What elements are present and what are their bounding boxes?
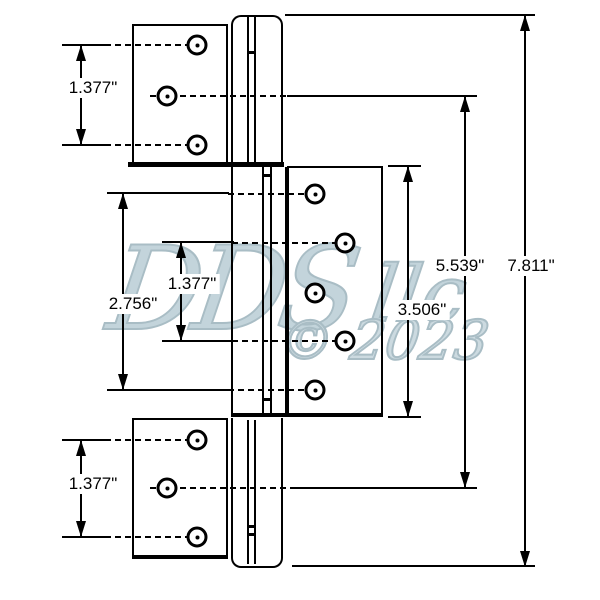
center-line-top-hole-1 [105,44,200,46]
hinge-hole [334,330,356,352]
dimension-line-mid-leaf-height [407,166,409,417]
dim-label-top-leaf-spacing: 1.377" [65,78,121,98]
hinge-hole [156,85,178,107]
hole-center-dot [195,143,199,147]
hinge-pin-line [254,420,256,564]
extension-line [290,487,477,489]
arrowhead-up [460,96,470,112]
arrowhead-up [76,440,86,456]
hinge-hole [186,429,208,451]
dim-label-mid-inner-spacing: 1.377" [164,274,220,294]
extension-line [107,192,229,194]
top-leaf-plate [132,24,228,163]
arrowhead-up [176,242,186,258]
dim-label-overall-height: 7.811" [504,256,558,276]
hole-center-dot [313,291,317,295]
extension-tick-mid-leaf-bottom [388,416,421,418]
arrowhead-up [403,166,413,182]
hinge-hole [186,34,208,56]
hole-center-dot [313,388,317,392]
hinge-hole [186,526,208,548]
center-line-top-hole-3 [105,144,200,146]
hinge-barrel-top [231,15,283,163]
hole-center-dot [343,241,347,245]
hole-center-dot [195,438,199,442]
arrowhead-up [520,15,530,31]
center-line-mid-hole-2 [232,242,348,244]
dim-label-mid-outer-spacing: 2.756" [105,294,161,314]
arrowhead-up [118,193,128,209]
hole-center-dot [195,43,199,47]
arrowhead-down [76,129,86,145]
extension-line [287,95,477,97]
arrowhead-up [76,45,86,61]
extension-line [107,389,229,391]
hinge-hole [304,282,326,304]
hinge-barrel-bottom [231,418,283,568]
dimension-line-hole-span [464,96,466,488]
hole-center-dot [165,486,169,490]
pin-joint-tick [249,533,256,536]
extension-line [62,44,110,46]
extension-line [162,241,234,243]
arrowhead-down [118,374,128,390]
arrowhead-down [403,401,413,417]
pin-joint-tick [249,51,256,54]
hole-center-dot [195,535,199,539]
extension-line [62,144,110,146]
dimension-line-overall [524,15,526,567]
dimension-line-mid-outer [122,193,124,390]
top-leaf-bottom-edge [128,162,284,167]
center-line-bottom-hole-2 [150,487,292,489]
pin-joint-tick [264,174,272,177]
center-line-bottom-hole-1 [105,439,200,441]
arrowhead-down [460,472,470,488]
hinge-pin-line [262,167,264,413]
center-line-mid-hole-1 [228,193,318,195]
extension-line [162,340,234,342]
hinge-hole [334,232,356,254]
center-line-mid-hole-5 [228,389,318,391]
hole-center-dot [165,94,169,98]
extension-line-overall-top [285,14,535,16]
hinge-hole [304,183,326,205]
arrowhead-down [520,551,530,567]
extension-line-overall-bottom [292,565,535,567]
hinge-hole [186,134,208,156]
arrowhead-down [176,325,186,341]
hinge-pin-line [247,420,249,564]
middle-leaf-plate [287,166,383,417]
hinge-pin-line [270,167,272,413]
dim-label-bottom-leaf-spacing: 1.377" [65,474,121,494]
hole-center-dot [343,339,347,343]
dim-label-mid-leaf-height: 3.506" [394,300,450,320]
center-line-mid-hole-4 [232,340,348,342]
hole-center-dot [313,192,317,196]
hinge-hole [156,477,178,499]
dim-label-hole-span: 5.539" [432,256,488,276]
hinge-hole [304,379,326,401]
center-line-top-hole-2 [150,95,290,97]
extension-line [62,536,110,538]
hinge-barrel-middle [231,167,287,417]
arrowhead-down [76,521,86,537]
pin-joint-tick [249,525,256,528]
hinge-pin-line [247,17,249,163]
pin-joint-tick [264,398,272,401]
center-line-bottom-hole-3 [105,536,200,538]
hinge-pin-line [254,17,256,163]
extension-line [62,439,110,441]
